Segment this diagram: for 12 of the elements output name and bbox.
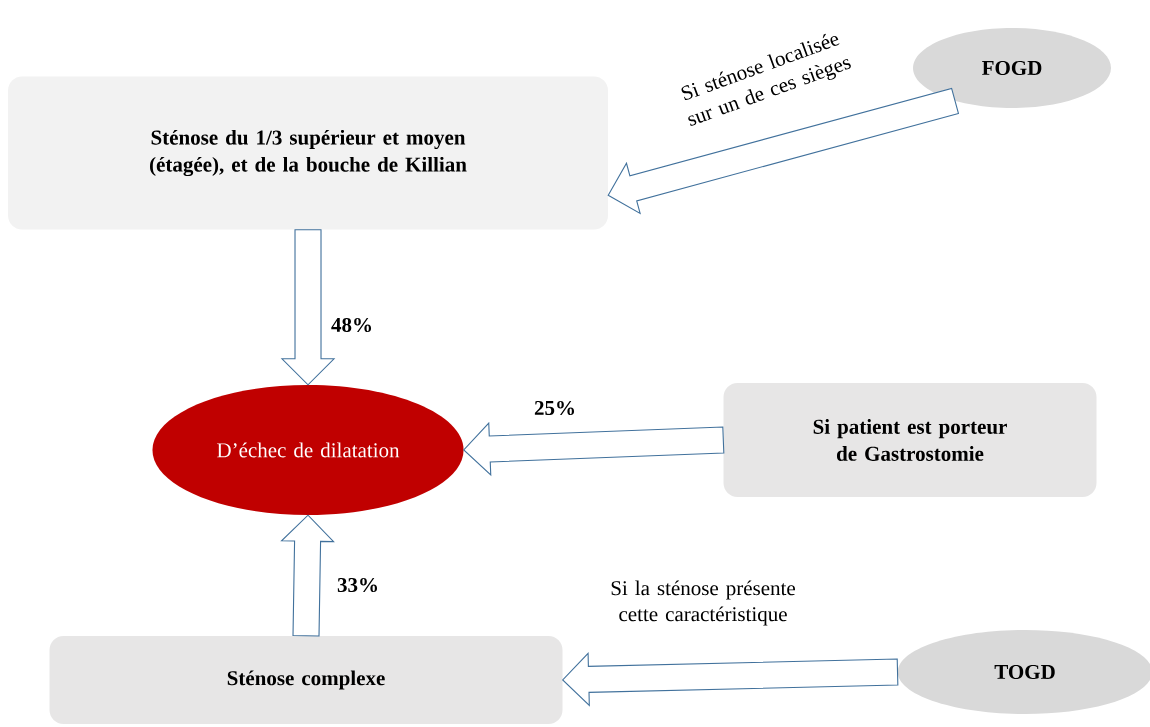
edge-label: 33% <box>337 577 378 593</box>
block-arrow <box>280 514 335 637</box>
block-arrow <box>561 652 899 707</box>
edge-label: Si sténose localisée sur un de ces sièges <box>681 33 851 126</box>
edge-label: Si la sténose présente cette caractéristique <box>611 580 795 626</box>
rounded-box: Si patient est porteur de Gastrostomie <box>723 383 1097 497</box>
rounded-box: Sténose du 1/3 supérieur et moyen (étagée), et de la bouche de Killian <box>8 76 608 230</box>
block-arrow <box>280 229 336 386</box>
edge-label: 48% <box>331 317 372 333</box>
rounded-box: Sténose complexe <box>49 636 563 724</box>
block-arrow <box>463 421 725 477</box>
edge-label: 25% <box>534 400 575 416</box>
